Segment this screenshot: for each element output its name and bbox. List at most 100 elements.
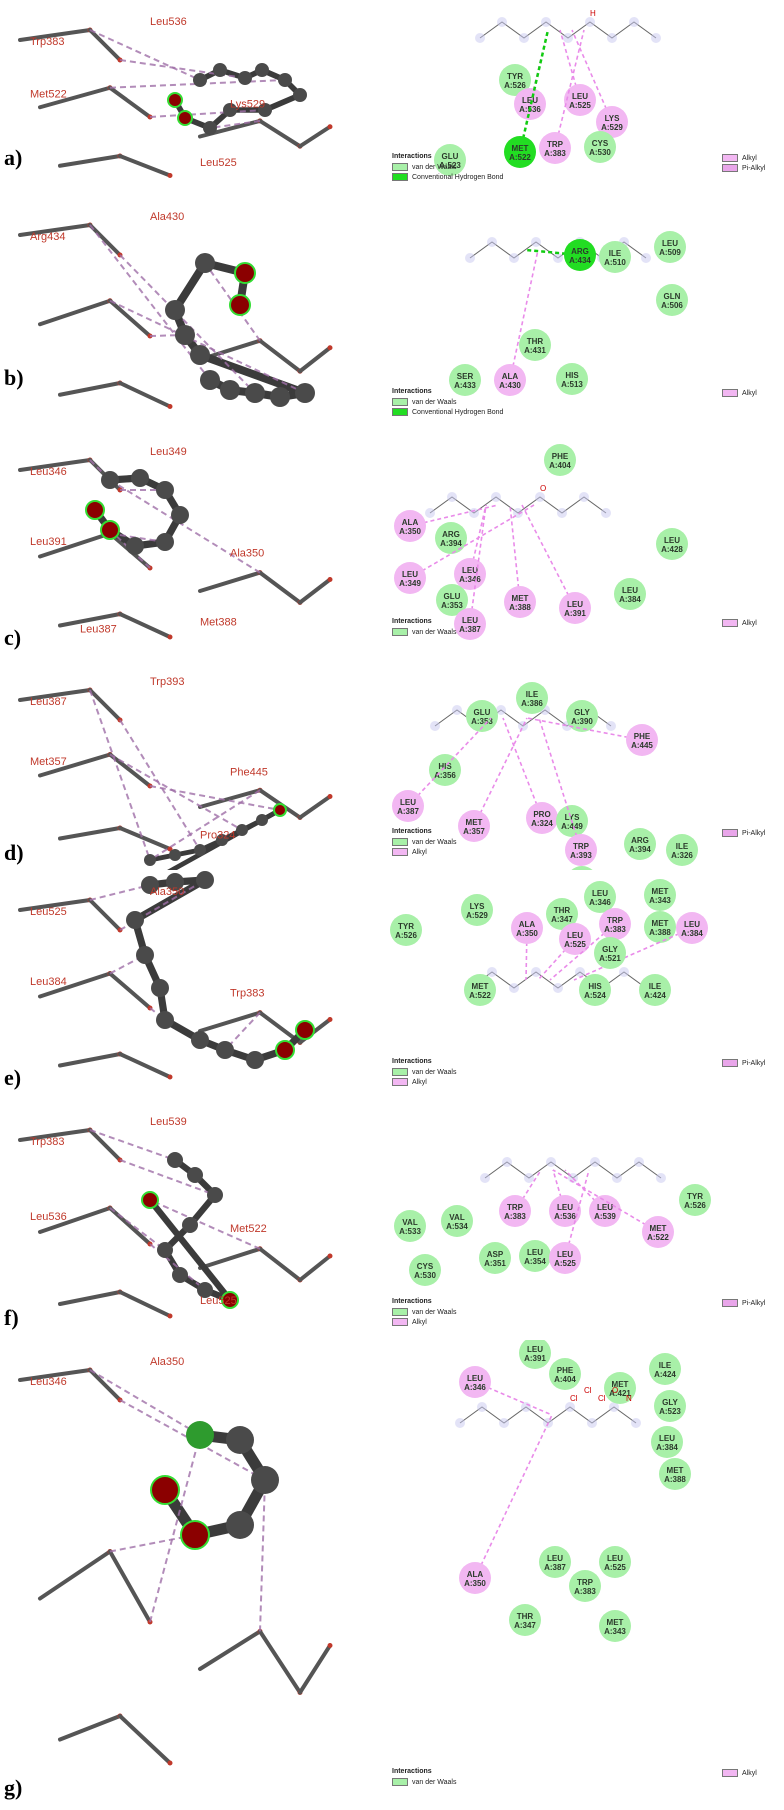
- ligand-halo: [524, 1173, 534, 1183]
- residue-circle: [656, 528, 688, 560]
- ligand-atom: [182, 1217, 198, 1233]
- residue-name: ILE: [609, 249, 622, 258]
- legend-item: Alkyl: [392, 1077, 782, 1087]
- ligand-bond: [198, 351, 307, 397]
- residue-circle: [409, 1254, 441, 1286]
- residue-name: GLU: [442, 152, 459, 161]
- residue-name: TYR: [398, 922, 414, 931]
- residue-id: A:523: [439, 161, 461, 170]
- residue-label-3d: Leu536: [150, 16, 187, 28]
- legend-label: Alkyl: [412, 848, 427, 856]
- residue-circle: [549, 1242, 581, 1274]
- residue-label-3d: Pro324: [200, 830, 235, 842]
- residue-label-3d: Met522: [30, 89, 67, 101]
- residue-name: TRP: [507, 1203, 524, 1212]
- ligand-atom: [156, 533, 174, 551]
- panel-letter: a): [4, 145, 23, 170]
- residue-name: LEU: [462, 566, 478, 575]
- residue-name: LEU: [659, 1434, 675, 1443]
- residue-id: A:536: [554, 1212, 576, 1221]
- residue-name: LEU: [557, 1250, 573, 1259]
- protein-residue-stick: [18, 28, 92, 42]
- ligand-halo: [553, 253, 563, 263]
- residue-id: A:534: [446, 1222, 468, 1231]
- interaction-line-3d: [109, 1207, 166, 1251]
- ligand-atom: [203, 121, 217, 135]
- protein-residue-stick: [38, 1549, 112, 1601]
- ligand-atom: [194, 844, 206, 856]
- residue-name: ALA: [519, 920, 536, 929]
- residue-circle: [459, 1366, 491, 1398]
- interaction-line-3d: [149, 789, 261, 861]
- ligand-halo: [455, 1418, 465, 1428]
- residue-id: A:383: [504, 1212, 526, 1221]
- residue-circle: [679, 1184, 711, 1216]
- protein-residue-stick: [18, 898, 92, 912]
- residue-name: ILE: [649, 982, 662, 991]
- ligand-halo: [477, 1402, 487, 1412]
- ligand-atom: [126, 911, 144, 929]
- ligand-atom: [126, 537, 144, 555]
- interaction-2d-diagram: LEUA:346META:343THRA:347LYSA:529TYRA:526…: [390, 879, 708, 1006]
- interaction-line-alkyl: [469, 504, 487, 625]
- residue-id: A:526: [684, 1201, 706, 1210]
- protein-atom: [327, 1017, 333, 1022]
- residue-name: MET: [466, 818, 483, 827]
- legend-item: van der Waals: [392, 1067, 782, 1077]
- protein-residue-stick: [38, 1206, 112, 1234]
- residue-circle: [642, 1216, 674, 1248]
- protein-residue-stick: [58, 826, 122, 841]
- protein-residue-stick: [258, 338, 302, 374]
- residue-id: A:523: [659, 1407, 681, 1416]
- ligand-halo: [469, 508, 479, 518]
- legend-label: Conventional Hydrogen Bond: [412, 408, 504, 416]
- residue-circle: [649, 1353, 681, 1385]
- residue-circle: [666, 834, 698, 866]
- residue-id: A:506: [661, 301, 683, 310]
- interaction-line-alkyl: [409, 504, 535, 579]
- interaction-line-alkyl: [509, 249, 539, 381]
- protein-residue-stick: [88, 223, 122, 257]
- ligand-atom: [191, 1031, 209, 1049]
- protein-residue-stick: [18, 458, 92, 472]
- ligand-halo: [606, 721, 616, 731]
- ligand-halo: [502, 1157, 512, 1167]
- interaction-line-3d: [149, 785, 281, 811]
- residue-circle: [449, 364, 481, 396]
- residue-circle: [509, 1604, 541, 1636]
- residue-label-3d: Phe445: [230, 767, 268, 779]
- ligand-bond: [147, 1198, 233, 1302]
- legend-label: Pi-Alkyl: [742, 829, 766, 837]
- protein-atom: [167, 1760, 173, 1766]
- residue-name: MET: [650, 1224, 667, 1233]
- ligand-atom: [255, 63, 269, 77]
- residue-name: VAL: [402, 1218, 418, 1227]
- residue-name: TYR: [687, 1192, 703, 1201]
- ligand-atom: [216, 834, 228, 846]
- residue-id: A:351: [484, 1259, 506, 1268]
- protein-residue-stick: [88, 898, 122, 932]
- interaction-2d-diagram: TYRA:526LEUA:536LEUA:525LYSA:529TRPA:383…: [434, 9, 661, 176]
- ligand-atom: [223, 103, 237, 117]
- ligand-halo: [518, 721, 528, 731]
- ligand-atom: [141, 1191, 159, 1209]
- protein-residue-stick: [118, 826, 172, 851]
- ligand-atom: [197, 1282, 213, 1298]
- protein-residue-stick: [88, 1368, 122, 1402]
